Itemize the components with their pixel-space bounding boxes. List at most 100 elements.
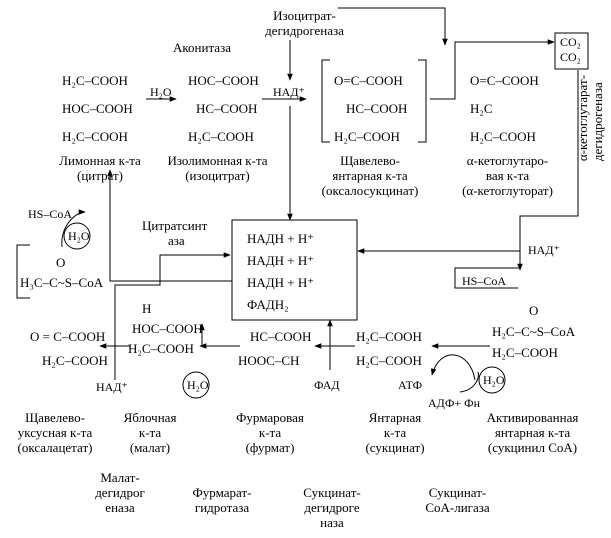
oxaloacetate-name-line-2: уксусная к-та bbox=[17, 425, 93, 440]
nad-label-ketoglutarate: НАД⁺ bbox=[528, 243, 560, 257]
h2o-circle-acetyl bbox=[63, 222, 91, 250]
ketoglutarate-name: α-кетоглутаро- вая к-та (α-кетоглуторат) bbox=[455, 153, 560, 198]
fumarate-name-line-2: к-та bbox=[258, 425, 282, 440]
enzyme-succinyl-coa-ligase-line-2: СоА-лигаза bbox=[425, 500, 490, 515]
enzyme-isocitrate-dh-line-2: дегидрогеназа bbox=[265, 23, 344, 38]
isocitrate-name-line-2: (изоцитрат) bbox=[185, 168, 250, 183]
succinylcoa-name-line-3: (сукцинил СоА) bbox=[487, 440, 578, 455]
succinate-name-line-1: Янтарная bbox=[368, 410, 422, 425]
isocitrate-formula-line-1: HOC–COOH bbox=[188, 73, 259, 88]
malate-name: Яблочная к-та (малат) bbox=[110, 410, 190, 455]
oxaloacetate-name-line-1: Щавелево- bbox=[25, 410, 85, 425]
h2o-label-aconitase: H₂O bbox=[150, 85, 172, 99]
acetylcoa-formula: O H₃C–C~S–CoA bbox=[20, 253, 103, 293]
fad-label: ФАД bbox=[314, 378, 340, 392]
citrate-formula-line-3: H₂C–COOH bbox=[62, 129, 128, 144]
enzyme-ketoglutarate-dh-line-2: дегидрогеназа bbox=[590, 82, 605, 162]
enzyme-citrate-synthase-line-2: аза bbox=[168, 233, 185, 248]
co2-label: CO₂ CO₂ bbox=[560, 35, 581, 65]
products-box bbox=[231, 219, 358, 321]
succinylcoa-formula: O H₂C–C~S–CoA H₂C–COOH bbox=[492, 300, 575, 363]
co2-label-line-2: CO₂ bbox=[560, 50, 581, 64]
oxalosuccinate-name-line-1: Щавелево- bbox=[340, 153, 400, 168]
succinylcoa-name-line-1: Активированная bbox=[486, 410, 579, 425]
ketoglutarate-formula-line-3: H₂C–COOH bbox=[470, 129, 536, 144]
succinylcoa-name-line-2: янтарная к-та bbox=[494, 425, 571, 440]
malate-name-line-1: Яблочная bbox=[123, 410, 177, 425]
enzyme-malate-dh-line-1: Малат- bbox=[100, 470, 140, 485]
oxaloacetate-formula-line-1: O = C–COOH bbox=[30, 329, 106, 344]
co2-box bbox=[554, 32, 589, 70]
bracket-right bbox=[418, 59, 427, 143]
h2o-label-malate: H₂O bbox=[187, 378, 209, 392]
isocitrate-formula-line-3: H₂C–COOH bbox=[188, 129, 254, 144]
ketoglutarate-formula-line-2: H₂C bbox=[470, 101, 493, 116]
h2o-circle-malate bbox=[182, 371, 210, 399]
enzyme-succinate-dh: Сукцинат- дегидроге наза bbox=[282, 485, 382, 530]
hscoa-loop bbox=[454, 267, 520, 289]
adp-curve bbox=[459, 371, 479, 393]
enzyme-fumarate-hydratase-line-2: гидротаза bbox=[194, 500, 250, 515]
enzyme-malate-dh: Малат- дегидрог еназа bbox=[70, 470, 170, 515]
malate-formula-line-1: H bbox=[142, 301, 152, 316]
enzyme-malate-dh-line-3: еназа bbox=[105, 500, 135, 515]
h2o-label-acetyl: H₂O bbox=[68, 229, 90, 243]
citrate-name-line-2: (цитрат) bbox=[76, 168, 124, 183]
succinate-formula-line-1: H₂C–COOH bbox=[356, 329, 422, 344]
isocitrate-formula: HOC–COOH HC–COOH H₂C–COOH bbox=[188, 67, 259, 151]
fumarate-formula: HC–COOH HOOC–CH bbox=[238, 325, 311, 373]
arrow-box-to-citrate bbox=[107, 169, 232, 282]
oxalosuccinate-name-line-3: (оксалосукцинат) bbox=[321, 183, 419, 198]
succinylcoa-formula-line-1: O bbox=[529, 303, 539, 318]
enzyme-fumarate-hydratase-line-1: Фурмарат- bbox=[192, 485, 252, 500]
nad-label-isocitrate: НАД⁺ bbox=[273, 85, 305, 99]
citrate-name-line-1: Лимонная к-та bbox=[59, 153, 141, 168]
malate-name-line-2: к-та bbox=[138, 425, 162, 440]
atp-label: АТФ bbox=[398, 378, 423, 392]
ketoglutarate-formula-line-1: O=C–COOH bbox=[470, 73, 539, 88]
oxaloacetate-formula: O = C–COOH H₂C–COOH bbox=[30, 325, 108, 373]
enzyme-succinate-dh-line-2: дегидроге bbox=[304, 500, 360, 515]
citrate-name: Лимонная к-та (цитрат) bbox=[45, 153, 155, 183]
arrow-oxalosuccinate-ketoglutarate bbox=[430, 39, 555, 100]
malate-formula-line-3: H₂C–COOH bbox=[128, 341, 194, 356]
hs-coa-curve bbox=[61, 209, 86, 248]
oxaloacetate-name-line-3: (оксалацетат) bbox=[17, 440, 93, 455]
enzyme-citrate-synthase: Цитратсинт аза bbox=[142, 218, 207, 248]
ketoglutarate-name-line-1: α-кетоглутаро- bbox=[466, 153, 549, 168]
ketoglutarate-name-line-3: (α-кетоглуторат) bbox=[462, 183, 553, 198]
oxalosuccinate-name: Щавелево- янтарная к-та (оксалосукцинат) bbox=[315, 153, 425, 198]
succinate-name: Янтарная к-та (сукцинат) bbox=[355, 410, 435, 455]
malate-formula-line-2: HOC–COOH bbox=[132, 321, 203, 336]
citrate-formula-line-2: HOC–COOH bbox=[62, 101, 133, 116]
enzyme-succinate-dh-line-3: наза bbox=[320, 515, 344, 530]
citrate-formula: H₂C–COOH HOC–COOH H₂C–COOH bbox=[62, 67, 133, 151]
arrow-to-co2-hub bbox=[338, 7, 448, 46]
acetyl-bracket bbox=[16, 244, 30, 299]
citrate-formula-line-1: H₂C–COOH bbox=[62, 73, 128, 88]
isocitrate-formula-line-2: HC–COOH bbox=[196, 101, 258, 116]
oxaloacetate-name: Щавелево- уксусная к-та (оксалацетат) bbox=[5, 410, 105, 455]
succinate-formula: H₂C–COOH H₂C–COOH bbox=[356, 325, 422, 373]
h2o-label-succinyl: H₂O bbox=[483, 373, 505, 387]
enzyme-isocitrate-dh: Изоцитрат- дегидрогеназа bbox=[257, 8, 352, 38]
succinate-name-line-2: к-та bbox=[383, 425, 407, 440]
fumarate-formula-line-2: HOOC–CH bbox=[238, 353, 300, 368]
succinate-formula-line-2: H₂C–COOH bbox=[356, 353, 422, 368]
fumarate-formula-line-1: HC–COOH bbox=[250, 329, 312, 344]
oxalosuccinate-name-line-2: янтарная к-та bbox=[332, 168, 408, 183]
adp-pi-label: АДФ+ Фн bbox=[428, 396, 481, 410]
succinylcoa-formula-line-3: H₂C–COOH bbox=[492, 345, 558, 360]
enzyme-succinyl-coa-ligase: Сукцинат- СоА-лигаза bbox=[405, 485, 510, 515]
hs-coa-label-acetyl: HS–CoA bbox=[28, 207, 73, 221]
acetylcoa-formula-line-1: O bbox=[56, 255, 66, 270]
enzyme-ketoglutarate-dh-line-1: α-кетоглутарат- bbox=[575, 75, 590, 162]
fumarate-name-line-3: (фурмат) bbox=[245, 440, 295, 455]
enzyme-isocitrate-dh-line-1: Изоцитрат- bbox=[273, 8, 336, 23]
acetylcoa-formula-line-2: H₃C–C~S–CoA bbox=[20, 275, 104, 290]
oxalosuccinate-formula: O=C–COOH HC–COOH H₂C–COOH bbox=[334, 67, 407, 151]
succinate-name-line-3: (сукцинат) bbox=[365, 440, 425, 455]
succinylcoa-name: Активированная янтарная к-та (сукцинил С… bbox=[470, 410, 595, 455]
nad-label-malate: НАД⁺ bbox=[96, 380, 128, 394]
